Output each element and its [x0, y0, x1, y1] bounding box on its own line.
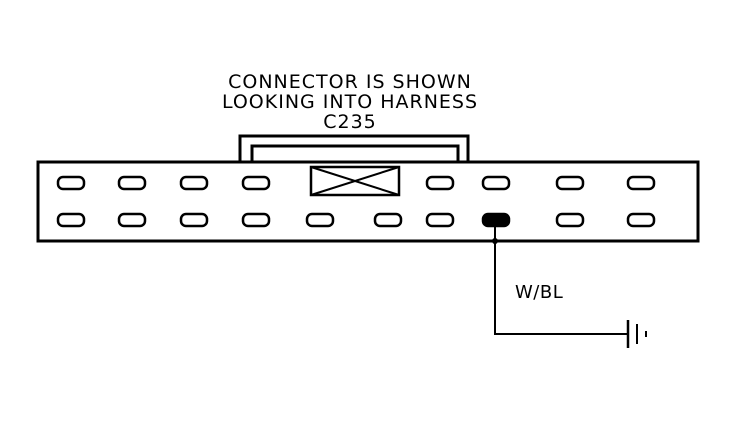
pin-cavity-top-5	[425, 175, 455, 191]
pin-cavity-top-6	[481, 175, 511, 191]
pin-cavity-bottom-4	[241, 212, 271, 228]
pin-cavity-bottom-9	[555, 212, 585, 228]
connector-lock-tab	[238, 134, 470, 162]
blocked-cavity	[309, 165, 401, 197]
wire-color-label: W/BL	[515, 282, 564, 303]
pin-cavity-top-1	[56, 175, 86, 191]
top-pin-row	[56, 175, 656, 191]
pin-cavity-top-7	[555, 175, 585, 191]
connector-id-label: C235	[323, 111, 377, 133]
pin-cavity-bottom-1	[56, 212, 86, 228]
pin-cavity-bottom-10	[626, 212, 656, 228]
connector-lock-tab-inner	[250, 144, 460, 162]
pin-cavity-bottom-7	[425, 212, 455, 228]
pin-cavity-bottom-6	[373, 212, 403, 228]
pin-cavity-bottom-5	[305, 212, 335, 228]
bottom-pin-row	[56, 212, 656, 228]
pin-cavity-bottom-2	[117, 212, 147, 228]
pin-cavity-top-3	[179, 175, 209, 191]
caption-line-1: CONNECTOR IS SHOWN	[228, 71, 472, 93]
active-pin-terminal	[481, 212, 511, 228]
pin-cavity-top-2	[117, 175, 147, 191]
caption-line-2: LOOKING INTO HARNESS	[221, 91, 479, 113]
wire-junction-dot	[492, 238, 498, 244]
pin-cavity-top-4	[241, 175, 271, 191]
pin-cavity-top-8	[626, 175, 656, 191]
pin-cavity-bottom-3	[179, 212, 209, 228]
ground-symbol-icon	[626, 320, 647, 348]
wire-w-bl	[494, 226, 628, 335]
